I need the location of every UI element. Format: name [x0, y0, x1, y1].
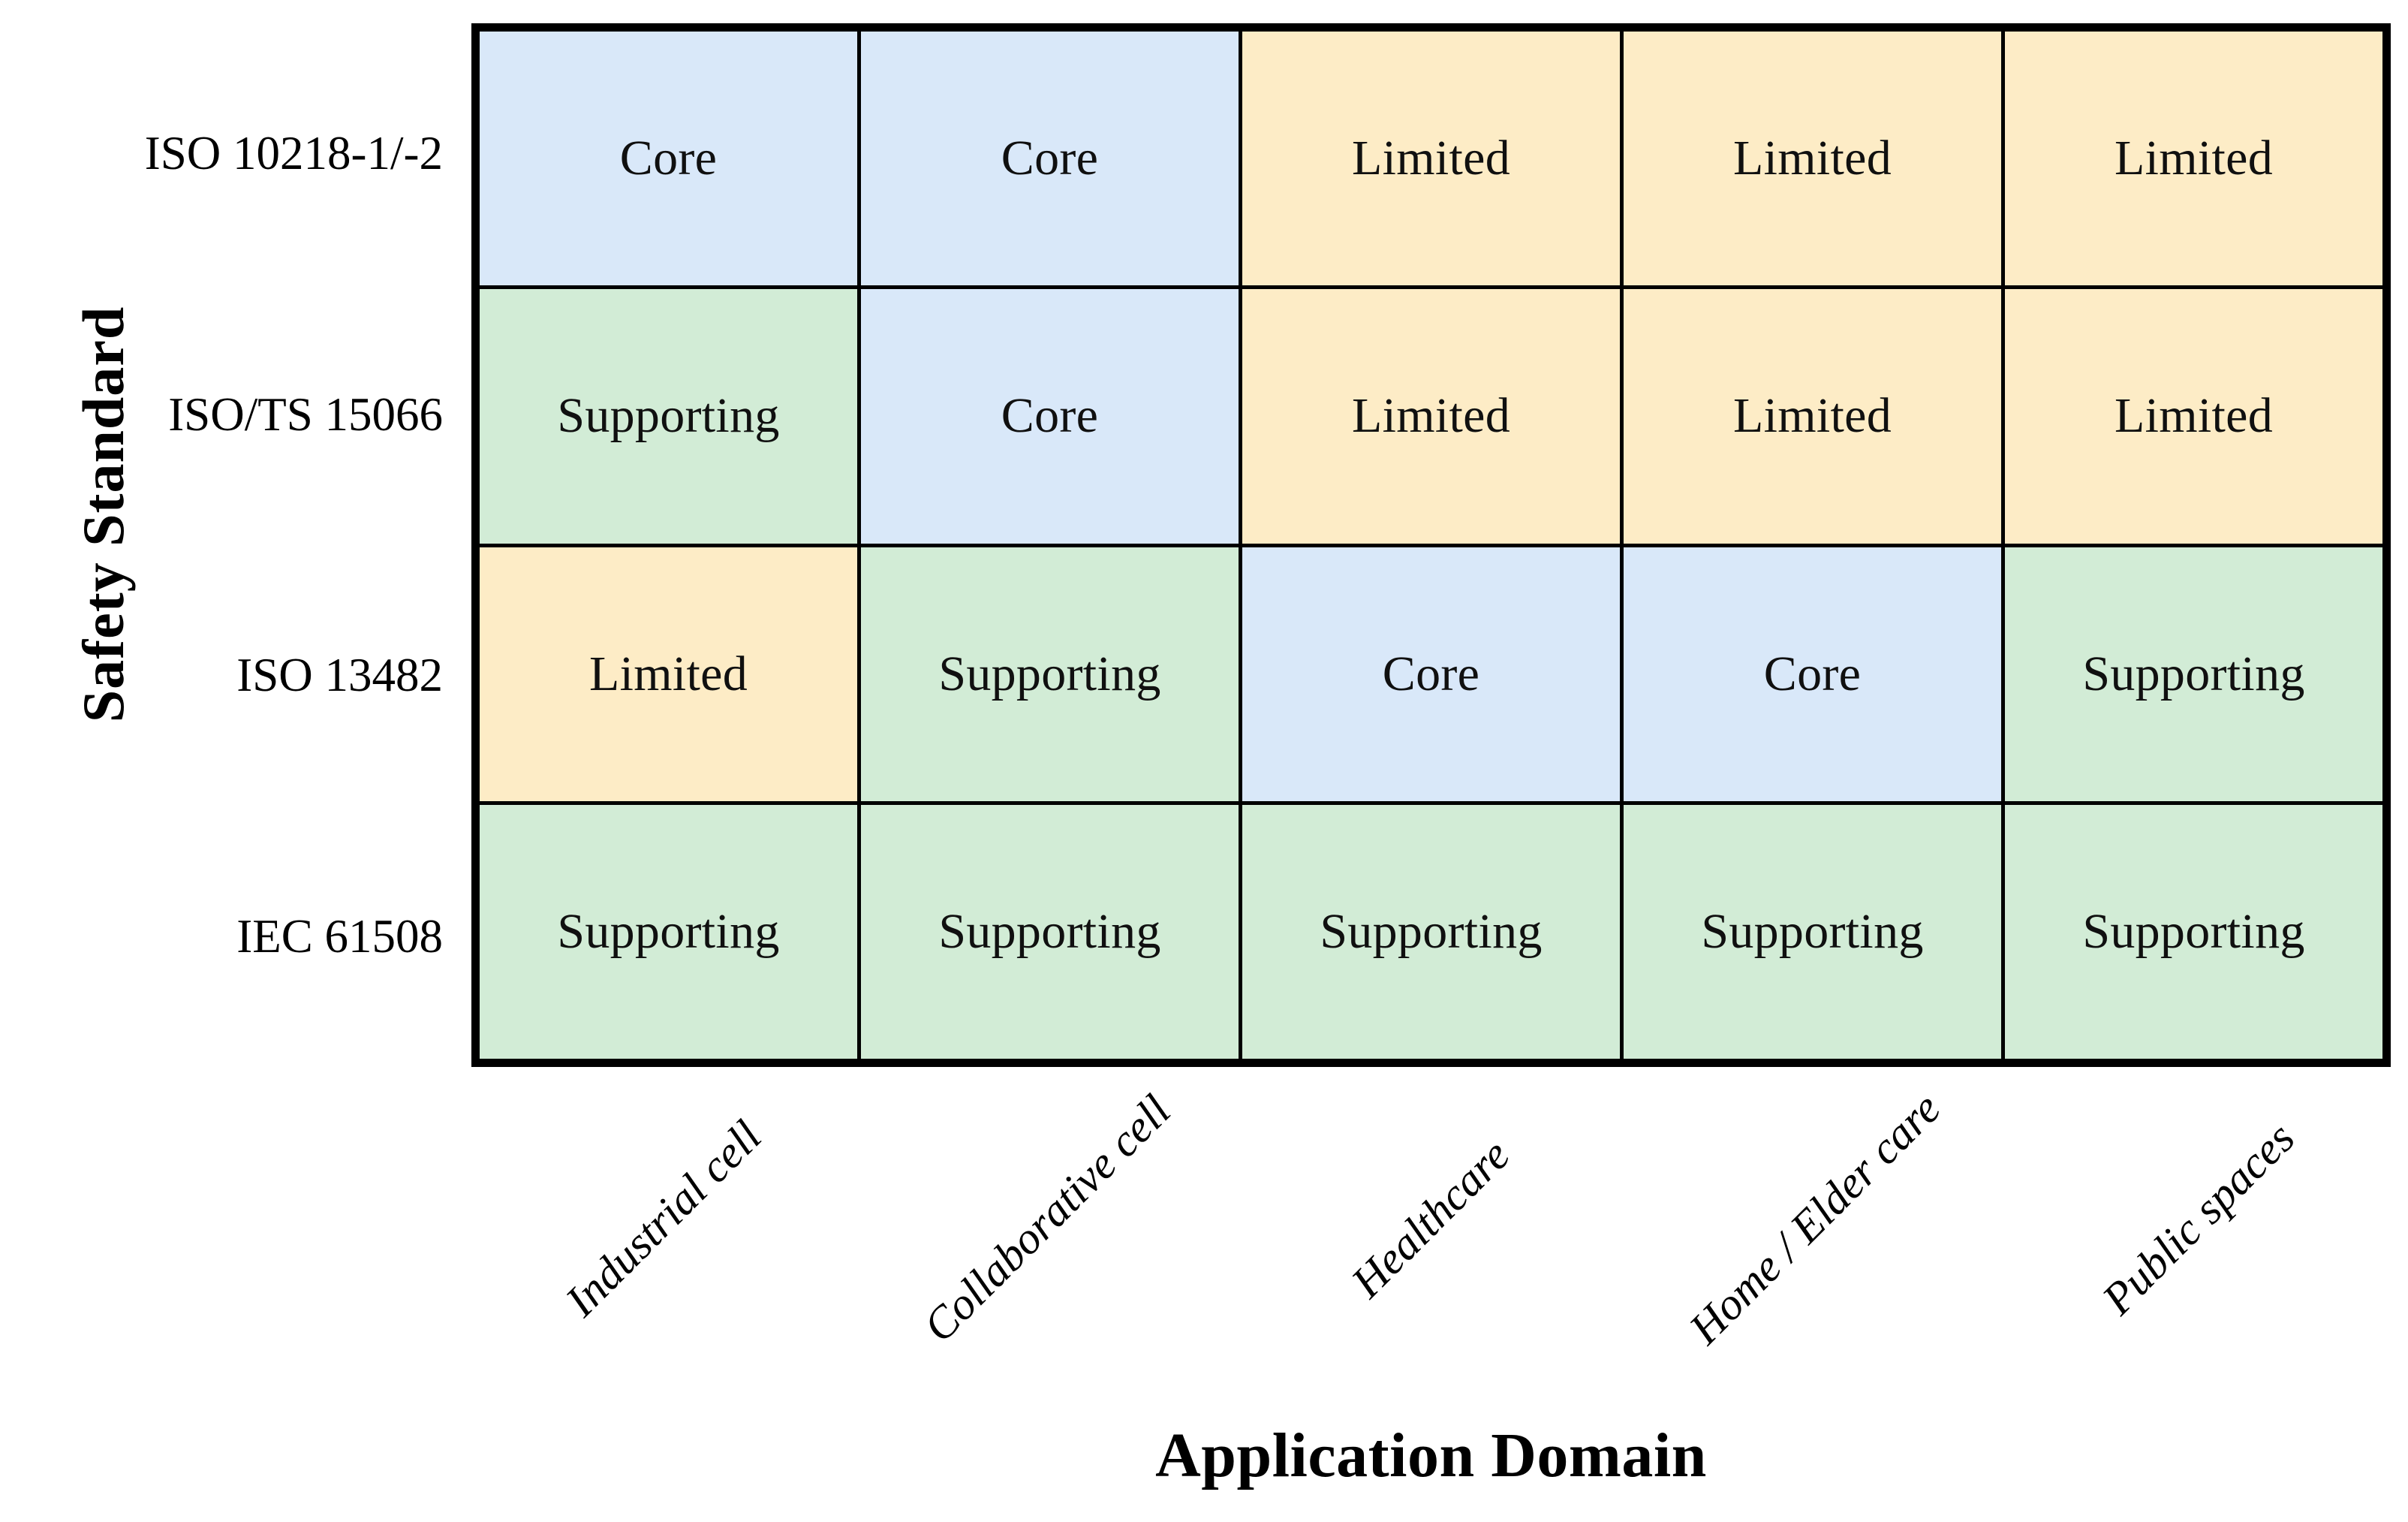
matrix-cell: Core: [1242, 547, 1620, 801]
matrix-cell: Core: [480, 32, 857, 286]
matrix-cell: Supporting: [480, 804, 857, 1059]
x-axis-tick-label: Industrial cell: [555, 1111, 771, 1326]
x-axis-tick-labels: Industrial cell Collaborative cell Healthc…: [471, 1067, 2391, 1397]
x-axis-tick-label-slot: Collaborative cell: [855, 1067, 1239, 1397]
matrix-cell: Limited: [2005, 32, 2382, 286]
matrix-cell: Core: [861, 289, 1239, 544]
x-axis-tick-label: Home / Elder care: [1679, 1083, 1950, 1354]
y-axis-tick-label: ISO 10218-1/-2: [144, 127, 443, 179]
matrix-cell: Supporting: [1242, 804, 1620, 1059]
matrix-cell: Supporting: [2005, 547, 2382, 801]
x-axis-tick-label-slot: Public spaces: [2007, 1067, 2391, 1397]
x-axis-tick-label-slot: Healthcare: [1239, 1067, 1623, 1397]
x-axis-tick-label-slot: Home / Elder care: [1623, 1067, 2006, 1397]
x-axis-tick-label: Public spaces: [2093, 1113, 2304, 1325]
matrix-cell: Limited: [1242, 32, 1620, 286]
x-axis-tick-label: Collaborative cell: [914, 1085, 1180, 1352]
matrix-cell: Limited: [480, 547, 857, 801]
matrix-cell: Supporting: [1624, 804, 2001, 1059]
x-axis-tick-label-slot: Industrial cell: [471, 1067, 855, 1397]
y-axis-tick-label: ISO/TS 15066: [168, 387, 443, 441]
x-axis-tick-label: Healthcare: [1342, 1130, 1520, 1308]
matrix-cell: Supporting: [480, 289, 857, 544]
matrix-cell: Supporting: [861, 547, 1239, 801]
matrix-cell: Limited: [1624, 32, 2001, 286]
matrix-cell: Limited: [2005, 289, 2382, 544]
y-axis-tick-label: IEC 61508: [236, 909, 443, 963]
y-axis-tick-label: ISO 13482: [236, 649, 443, 701]
matrix-cell: Core: [861, 32, 1239, 286]
matrix-cell: Supporting: [861, 804, 1239, 1059]
matrix-cell: Limited: [1242, 289, 1620, 544]
matrix-cell: Core: [1624, 547, 2001, 801]
matrix-cell: Supporting: [2005, 804, 2382, 1059]
x-axis-title: Application Domain: [1155, 1420, 1707, 1490]
matrix-cell: Limited: [1624, 289, 2001, 544]
